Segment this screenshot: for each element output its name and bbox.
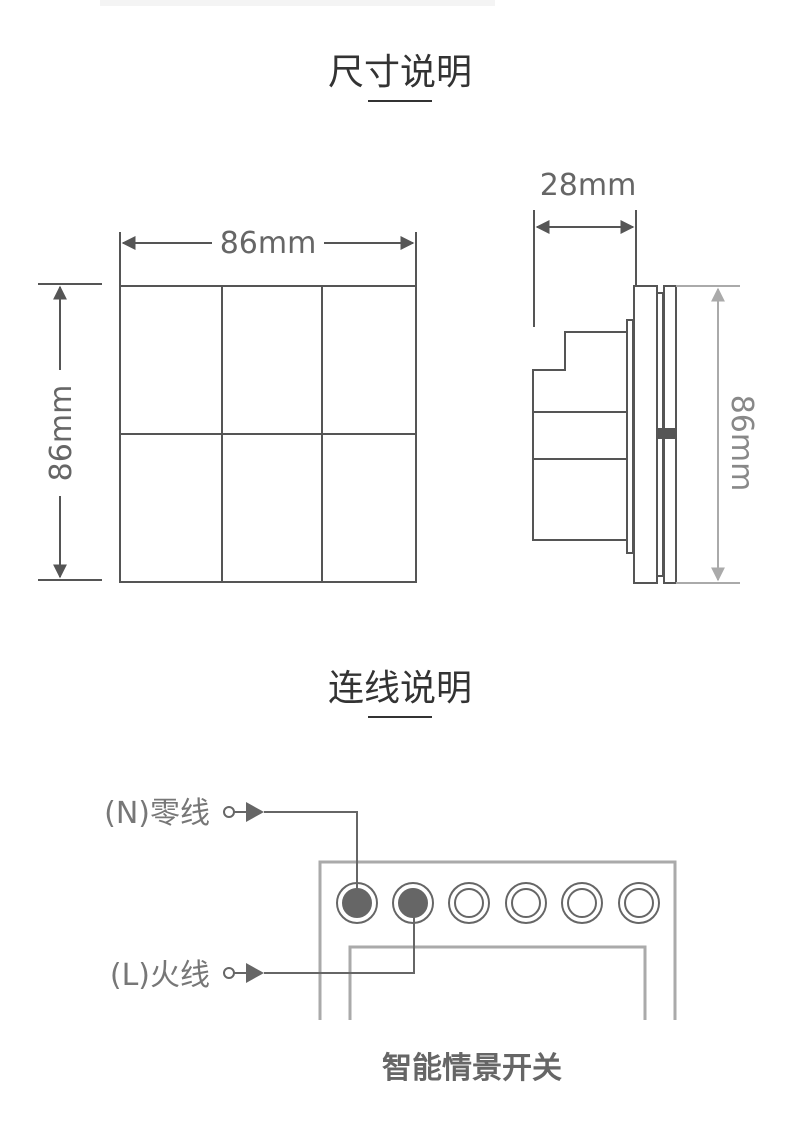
side-view: [532, 285, 677, 584]
side-depth-dimension: 28mm: [533, 168, 637, 327]
arrow-icon: [246, 963, 264, 983]
top-shadow: [100, 0, 495, 6]
wiring-title: 连线说明: [328, 668, 472, 709]
connector-circle-icon: [223, 967, 235, 979]
side-height-label: 86mm: [724, 395, 759, 492]
terminal-5: [561, 882, 603, 924]
device-label: 智能情景开关: [382, 1051, 562, 1086]
live-wire: (L)火线: [110, 903, 415, 993]
front-width-dimension: 86mm: [119, 226, 417, 286]
front-view: [119, 285, 417, 583]
arrow-icon: [246, 802, 264, 822]
connector-circle-icon: [223, 806, 235, 818]
device-outline: [318, 860, 677, 1020]
front-width-label: 86mm: [220, 226, 317, 261]
side-height-dimension: 86mm: [676, 285, 759, 584]
dimensions-title: 尺寸说明: [328, 52, 472, 93]
live-label: (L)火线: [110, 958, 210, 993]
terminal-6: [618, 882, 660, 924]
terminal-3: [448, 882, 490, 924]
side-depth-label: 28mm: [540, 168, 637, 203]
neutral-wire: (N)零线: [104, 796, 358, 903]
terminal-4: [505, 882, 547, 924]
terminals: [336, 882, 660, 924]
front-height-dimension: 86mm: [38, 283, 102, 581]
neutral-label: (N)零线: [104, 796, 210, 831]
front-height-label: 86mm: [44, 385, 79, 482]
